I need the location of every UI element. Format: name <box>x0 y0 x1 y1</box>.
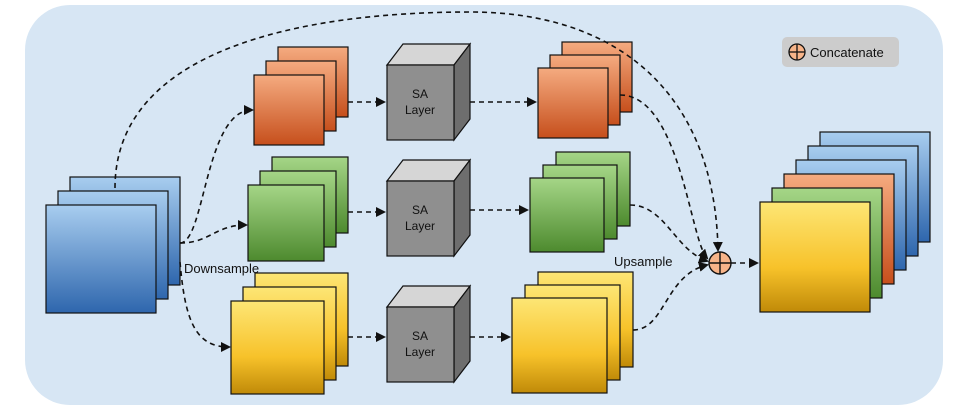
orange-downsampled-stack <box>253 46 349 146</box>
downsample-arrow-orange <box>179 105 254 244</box>
yellow-downsampled-stack <box>230 272 349 395</box>
input-feature-stack <box>45 176 181 314</box>
sa-label-line1: SA <box>412 329 428 343</box>
green-downsampled-stack <box>247 156 349 262</box>
upsample-arrow-yellow <box>632 262 709 331</box>
circle-plus-icon <box>788 43 806 61</box>
orange-output-stack <box>537 41 633 139</box>
concatenate-operator <box>708 251 732 275</box>
sa-layer-cube-middle: SA Layer <box>385 158 472 258</box>
sa-label-line1: SA <box>412 203 428 217</box>
upsample-label: Upsample <box>614 254 673 269</box>
sa-label-line2: Layer <box>405 103 435 117</box>
legend-text: Concatenate <box>810 45 884 60</box>
legend: Concatenate <box>782 37 899 67</box>
sa-label-line2: Layer <box>405 219 435 233</box>
downsample-arrow-yellow <box>179 261 231 352</box>
sa-layer-cube-bottom: SA Layer <box>385 284 472 384</box>
upsample-arrow-green <box>629 204 709 264</box>
flow-arrows <box>114 11 759 352</box>
sa-label-line2: Layer <box>405 345 435 359</box>
upsample-arrow-orange <box>619 94 709 260</box>
sa-layer-cube-top: SA Layer <box>385 42 472 142</box>
sa-label-line1: SA <box>412 87 428 101</box>
green-output-stack <box>529 151 631 253</box>
yellow-output-stack <box>511 271 634 394</box>
concatenated-output-stack <box>759 131 931 313</box>
downsample-label: Downsample <box>184 261 259 276</box>
